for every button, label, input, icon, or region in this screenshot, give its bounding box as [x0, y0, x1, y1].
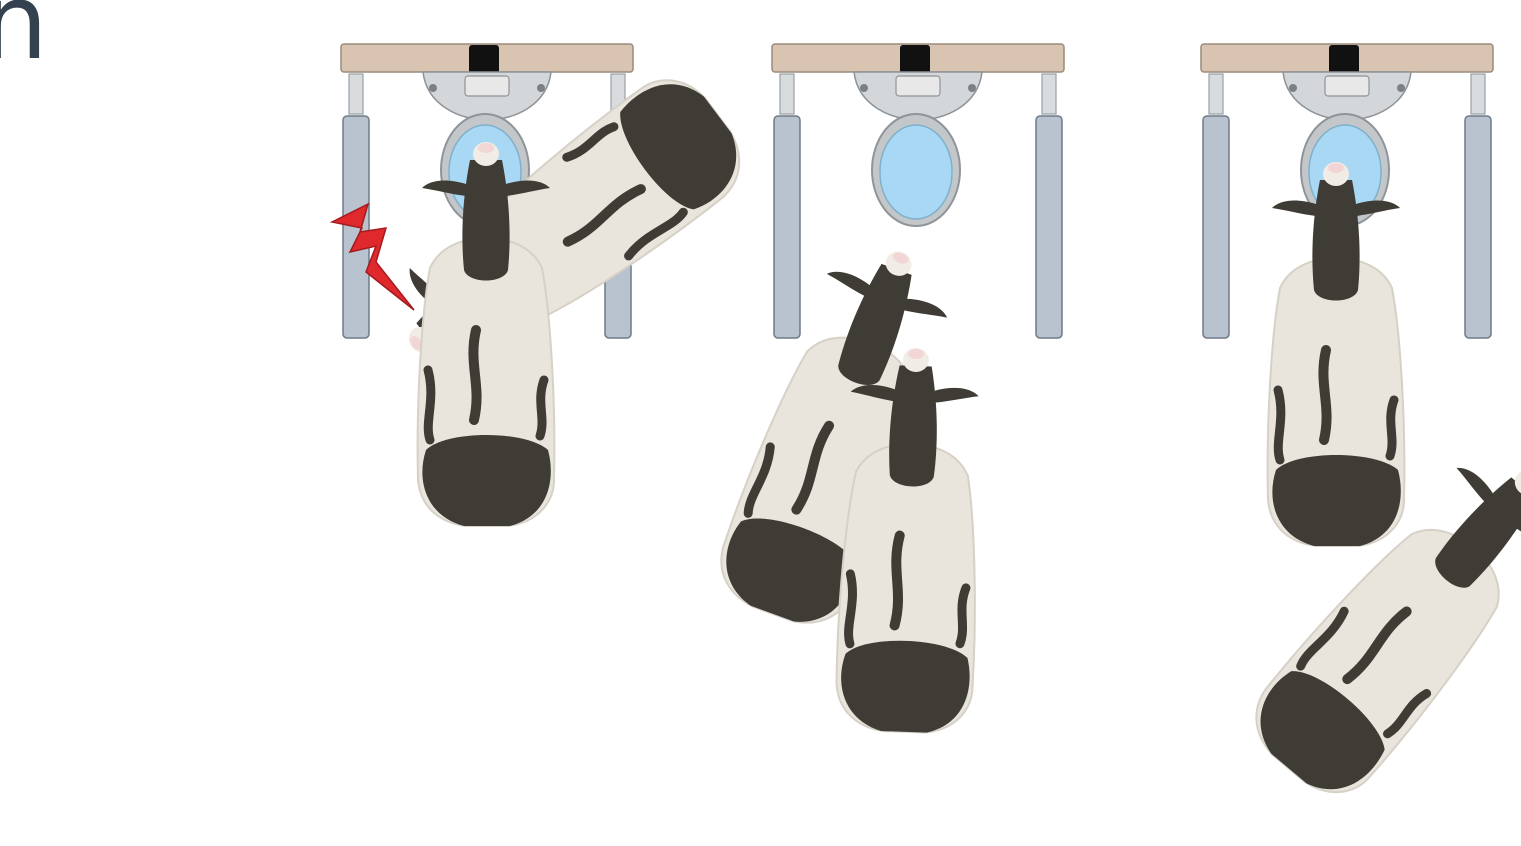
panel-3: A B [1201, 44, 1521, 842]
cow-label-b-panel-1: B [459, 537, 514, 621]
panel-2: A B [684, 44, 1064, 815]
cow-label-b-panel-2: B [845, 731, 900, 815]
cow-a-panel-3 [1268, 162, 1405, 546]
cow-label-a-panel-1: A [82, 558, 138, 642]
cow-label-a-panel-3: A [1242, 523, 1298, 607]
water-station-2 [772, 44, 1064, 338]
cow-label-b-panel-3: B [1207, 758, 1262, 842]
panel-1: A B [82, 44, 759, 642]
cow-label-a-panel-2: A [684, 583, 740, 667]
